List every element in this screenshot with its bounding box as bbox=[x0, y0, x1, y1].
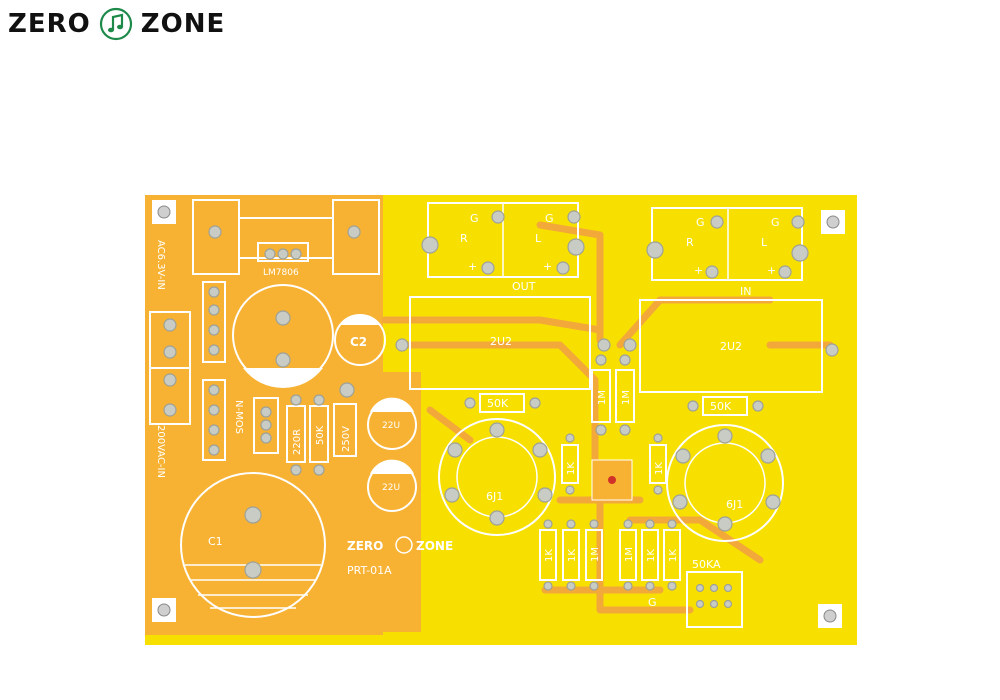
cap-22u-bottom-label: 22U bbox=[382, 483, 400, 493]
out-plus-right: + bbox=[543, 260, 552, 273]
in-left-label: L bbox=[761, 236, 768, 249]
out-ground-left: G bbox=[470, 212, 479, 225]
in-plus-left: + bbox=[694, 264, 703, 277]
film-cap-in-label: 2U2 bbox=[720, 340, 742, 353]
film-cap-in: 2U2 bbox=[623, 299, 839, 393]
out-title: OUT bbox=[512, 280, 536, 293]
r-bottom-5: 1K bbox=[646, 549, 657, 562]
film-cap-out: 2U2 bbox=[395, 296, 611, 390]
cap-22u-top: 22U bbox=[367, 397, 417, 450]
tube-socket-right: 6J1 bbox=[666, 424, 784, 542]
mounting-holes bbox=[152, 200, 845, 628]
out-plus-left: + bbox=[468, 260, 477, 273]
r-bottom-6: 1K bbox=[668, 549, 679, 562]
board-brand-right: ZONE bbox=[416, 539, 453, 553]
pot-left: 50K bbox=[464, 393, 541, 413]
center-ic bbox=[591, 459, 633, 501]
r-50k-label: 50K bbox=[315, 425, 326, 445]
r-1k-verticals: 1K 1K bbox=[561, 433, 667, 495]
regulator-label: LM7806 bbox=[263, 268, 299, 278]
r-1m-a-label: 1M bbox=[597, 390, 608, 405]
c2-label: C2 bbox=[350, 335, 367, 349]
r-1m-b-label: 1M bbox=[621, 390, 632, 405]
in-title: IN bbox=[740, 285, 751, 298]
brand-right-word: ZONE bbox=[140, 9, 226, 39]
music-note-circle-icon bbox=[99, 7, 132, 41]
electrolytic-cap-upper bbox=[232, 284, 334, 388]
board-model: PRT-01A bbox=[347, 564, 392, 577]
pcb-traces bbox=[381, 221, 834, 614]
r-220-label: 220R bbox=[292, 429, 303, 455]
tube-right-label: 6J1 bbox=[726, 498, 743, 511]
tube-socket-left: 6J1 bbox=[438, 418, 556, 536]
ac-6v-label: AC6.3V-IN bbox=[155, 240, 166, 290]
in-connector: G R G L + + IN bbox=[646, 207, 809, 298]
r-bottom-2: 1K bbox=[567, 549, 578, 562]
capacitor-c1: C1 bbox=[180, 472, 326, 618]
in-right-label: R bbox=[686, 236, 694, 249]
in-ground-left: G bbox=[696, 216, 705, 229]
cap-22u-bottom: 22U bbox=[367, 459, 417, 512]
board-brand-left: ZERO bbox=[347, 539, 383, 553]
in-ground-right: G bbox=[771, 216, 780, 229]
out-left-label: L bbox=[535, 232, 542, 245]
mosfet-label: N-MOS bbox=[233, 400, 244, 434]
ac-200v-label: 200VAC-IN bbox=[155, 425, 166, 478]
r-1k-left-label: 1K bbox=[566, 462, 577, 475]
r-1k-right-label: 1K bbox=[654, 462, 665, 475]
pin-header-left bbox=[202, 281, 226, 461]
capacitor-c2: C2 bbox=[334, 314, 386, 398]
pot-right-label: 50K bbox=[710, 400, 732, 413]
board-brand: ZERO ZONE PRT-01A bbox=[347, 536, 453, 577]
r-bottom-3: 1M bbox=[590, 547, 601, 562]
mosfet-area: N-MOS bbox=[233, 397, 279, 454]
brand-left-word: ZERO bbox=[8, 9, 91, 39]
regulator-area: LM7806 bbox=[192, 199, 380, 278]
tube-left-label: 6J1 bbox=[486, 490, 503, 503]
pot-left-label: 50K bbox=[487, 397, 509, 410]
ac-input-terminals: AC6.3V-IN 200VAC-IN bbox=[149, 240, 191, 478]
c1-label: C1 bbox=[208, 535, 223, 548]
volume-pot: 50KA G bbox=[648, 558, 743, 628]
volume-pot-label: 50KA bbox=[692, 558, 721, 571]
r-bottom-1: 1K bbox=[544, 549, 555, 562]
in-plus-right: + bbox=[767, 264, 776, 277]
out-ground-right: G bbox=[545, 212, 554, 225]
ground-mark: G bbox=[648, 596, 657, 609]
cap-250v-label: 250V bbox=[341, 426, 352, 452]
power-resistors: 220R 50K 250V bbox=[286, 394, 357, 476]
film-cap-out-label: 2U2 bbox=[490, 335, 512, 348]
cap-22u-top-label: 22U bbox=[382, 421, 400, 431]
out-connector: G R G L + + OUT bbox=[421, 202, 585, 293]
r-bottom-4: 1M bbox=[624, 547, 635, 562]
pot-right: 50K bbox=[687, 396, 764, 416]
bottom-resistor-row: 1K 1K 1M 1M 1K 1K bbox=[539, 519, 681, 591]
out-right-label: R bbox=[460, 232, 468, 245]
brand-header: ZERO ZONE bbox=[8, 6, 225, 42]
r-1m-pair: 1M 1M bbox=[591, 354, 635, 436]
